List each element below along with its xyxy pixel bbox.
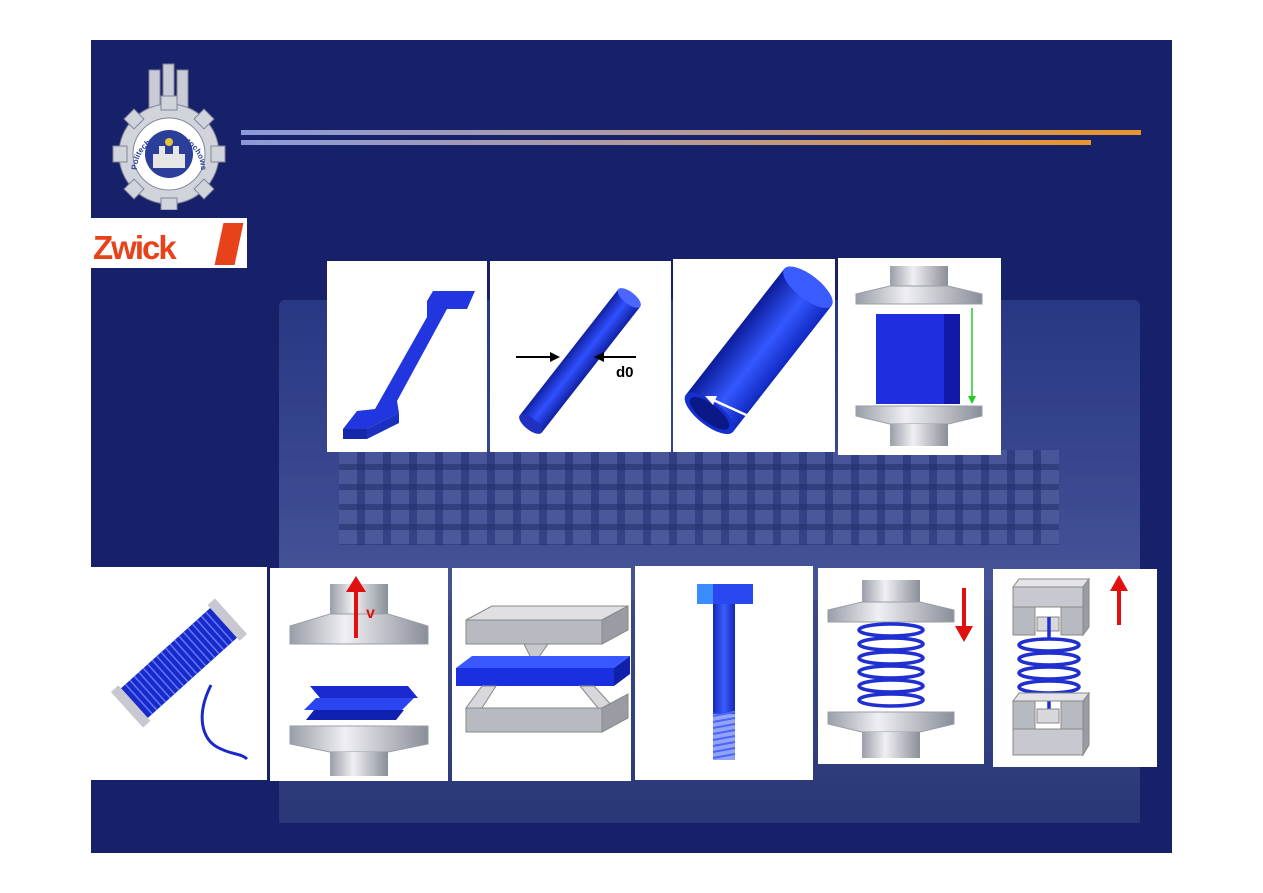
header-divider-lines (241, 128, 1141, 148)
panel-tube-specimen (673, 259, 835, 452)
peel-test-icon: v (289, 576, 429, 776)
zwick-logo-bar (214, 223, 244, 265)
panel-wire-coil (91, 567, 267, 780)
three-point-bend-icon (456, 605, 630, 733)
panel-spring-compression (818, 568, 984, 764)
panel-spring-tension (993, 569, 1157, 767)
panel-round-specimen: d0 (490, 261, 671, 452)
flat-dogbone-specimen-icon (343, 291, 475, 439)
panel-compression-block (838, 258, 1001, 455)
wire-coil-icon (110, 598, 249, 761)
panel-bolt (635, 566, 813, 780)
panel-bend-test (452, 568, 631, 781)
zwick-logo-text: Zwick (93, 229, 177, 266)
spring-tension-icon (1012, 575, 1128, 757)
tube-specimen-icon (684, 266, 833, 435)
bolt-icon (697, 584, 753, 760)
velocity-label: v (366, 605, 375, 622)
slide: Politechnika Częstochowska Zwick (91, 40, 1172, 853)
round-bar-specimen-icon: d0 (516, 288, 641, 434)
diameter-label: d0 (616, 364, 634, 381)
spring-compression-icon (827, 580, 973, 758)
compression-block-icon (855, 266, 983, 446)
university-seal-logo: Politechnika Częstochowska (105, 43, 229, 211)
zwick-logo: Zwick (91, 218, 247, 268)
panel-flat-specimen (327, 261, 487, 452)
panel-peel-test: v (270, 568, 448, 781)
